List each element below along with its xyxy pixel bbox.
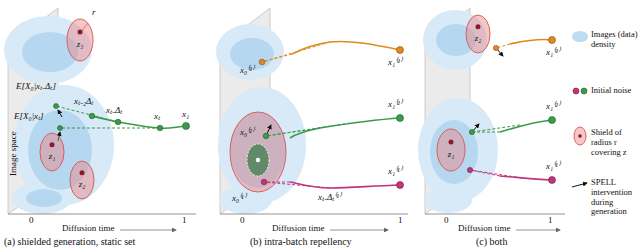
point-label: x₁⁽¹⁾: [388, 167, 402, 177]
point: [259, 47, 403, 189]
tick-label: 1: [398, 216, 403, 226]
point-label: xₜ₋Δₜ⁽¹⁾: [318, 193, 341, 203]
radius-label: r: [92, 8, 96, 18]
point-label: x₀⁽²⁾: [240, 128, 254, 138]
legend-text: Shield of radius r covering z: [591, 128, 638, 157]
panel-caption: (c) both: [476, 236, 507, 247]
estimate-label: E[X₀|xₜ]: [14, 112, 44, 122]
shield-label: z₁: [49, 152, 56, 162]
shield-circle: [466, 15, 490, 53]
reference-point: [50, 142, 55, 147]
tick-label: 0: [29, 216, 34, 226]
legend-symbol: [572, 88, 587, 187]
shield-label: z₁: [448, 150, 455, 160]
image-plane: [8, 8, 470, 214]
point-label: x₀⁽¹⁾: [232, 194, 246, 204]
reference-point: [449, 140, 454, 145]
shield-circle: [437, 129, 465, 171]
point-label: x₁⁽¹⁾: [546, 162, 560, 172]
point-label: xₜ₋Δₜ: [106, 106, 122, 116]
point-label: xₜ₋₂Δₜ: [74, 97, 93, 107]
shield-region: z₁: [436, 128, 466, 172]
axis-title: Diffusion time: [458, 224, 511, 234]
reference-point: [80, 170, 85, 175]
shield-circle: [67, 19, 93, 61]
tick-label: 1: [182, 216, 187, 226]
shield-region: [230, 112, 286, 192]
legend-text: Images (data) density: [591, 30, 638, 50]
panel-caption: (b) intra-batch repellency: [250, 236, 352, 247]
shield-label: z₂: [79, 180, 86, 190]
trajectory: [262, 41, 400, 188]
shield-circle: [70, 161, 94, 199]
shield-circle: [40, 133, 64, 171]
shield-region: z₂: [465, 14, 491, 54]
legend-text: Initial noise: [591, 86, 638, 96]
tick-label: 1: [548, 216, 553, 226]
shield-region: z₃: [66, 18, 94, 62]
point-label: x₁: [182, 110, 189, 120]
point-label: x₀⁽³⁾: [240, 66, 254, 76]
reference-point: [256, 158, 260, 162]
shield-region: z₂: [69, 160, 95, 200]
point: [54, 104, 190, 131]
trajectory: [56, 106, 186, 128]
point-label: xₜ: [154, 112, 160, 122]
covered-region: [247, 144, 269, 176]
shield-region: z₁: [39, 132, 65, 172]
density-cloud: [4, 10, 498, 214]
legend-swatch: [572, 31, 588, 42]
axis-title: Image space: [9, 131, 19, 176]
shield-label: z₃: [77, 40, 84, 50]
point-label: x₁⁽²⁾: [388, 100, 402, 110]
point: [467, 37, 555, 184]
axis-title: Diffusion time: [272, 224, 325, 234]
reference-point: [78, 30, 83, 35]
estimate-label: E[X₀|xₜ₋Δₜ]: [16, 82, 56, 92]
reference-point: [476, 24, 481, 29]
trajectory: [470, 39, 552, 180]
point-label: x₁⁽³⁾: [546, 48, 560, 58]
tick-label: 0: [444, 216, 449, 226]
point-label: x₁⁽²⁾: [546, 102, 560, 112]
shield-label: z₂: [475, 34, 482, 44]
axis-title: Diffusion time: [62, 224, 115, 234]
tick-label: 0: [240, 216, 245, 226]
legend-text: SPELL intervention during generation: [591, 178, 638, 217]
spell-arrow: [472, 48, 503, 132]
point-label: x₁⁽³⁾: [388, 58, 402, 68]
panel-caption: (a) shielded generation, static set: [4, 236, 135, 247]
